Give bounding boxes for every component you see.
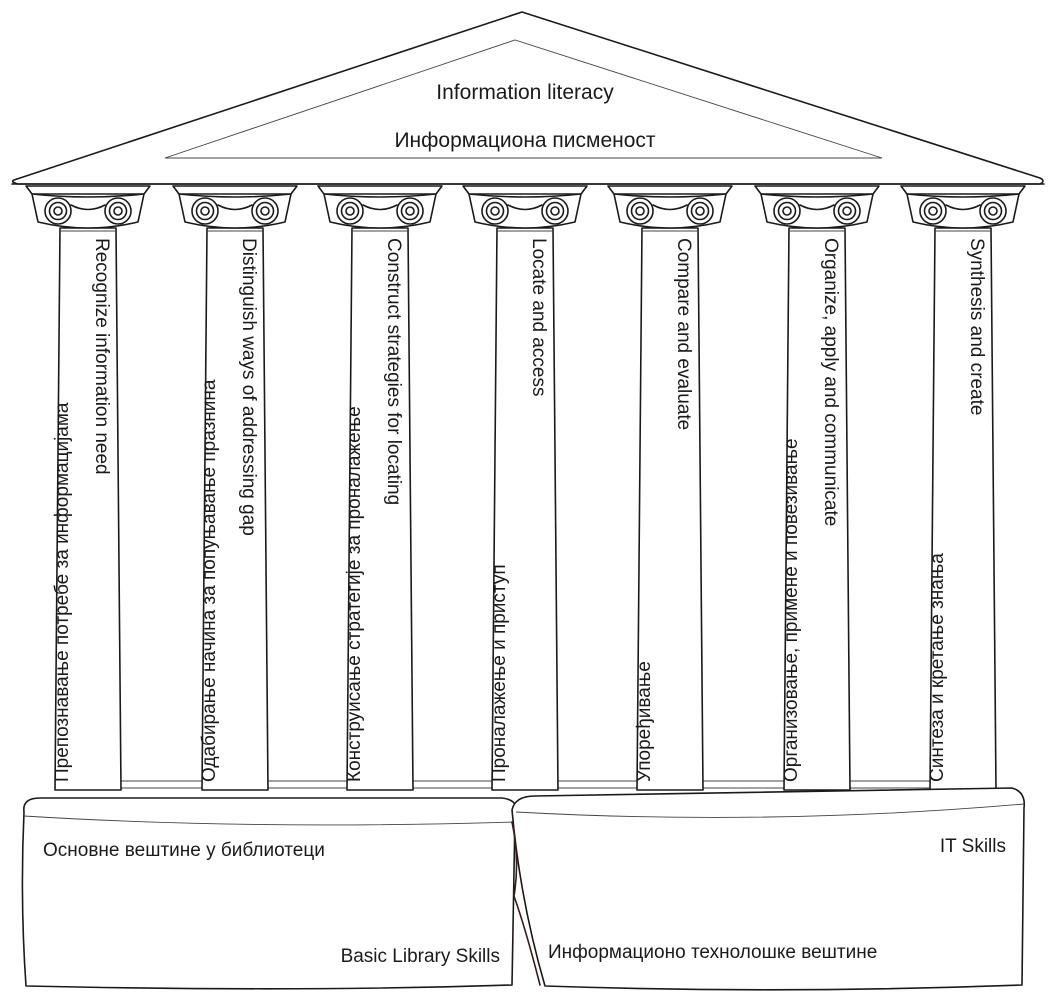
- pillar-label-en: Locate and access: [528, 238, 549, 396]
- pillar-label-sr: Проналажење и приступ: [489, 564, 510, 782]
- pillar-label-sr: Упоређивање: [634, 661, 655, 782]
- pillar-label-en: Compare and evaluate: [673, 238, 694, 430]
- ionic-volute-icon: [44, 197, 132, 225]
- base-left-en: Basic Library Skills: [341, 946, 500, 967]
- pillar-label-en: Synthesis and create: [966, 238, 987, 415]
- pillar: Упоређивање Compare and evaluate: [607, 185, 733, 791]
- pillar-label-en: Distinguish ways of addressing gap: [238, 238, 259, 536]
- capital-abacus: [754, 185, 880, 195]
- ionic-volute-icon: [191, 197, 279, 225]
- ionic-volute-icon: [336, 197, 424, 225]
- ionic-volute-icon: [919, 197, 1007, 225]
- pillar-label-sr: Препознавање потребе за информацијама: [52, 402, 73, 782]
- pillar: Препознавање потребе за информацијама Rec…: [25, 185, 151, 791]
- base: Основне вештине у библиотеци Basic Libra…: [21, 787, 1026, 991]
- base-right-sr: Информационо технолошке вештине: [548, 942, 877, 963]
- pillar-label-sr: Конструисање стратегије за проналажење: [344, 406, 365, 782]
- pillar: Конструисање стратегије за проналажење Co…: [317, 185, 443, 791]
- pillar-label-en: Recognize information need: [91, 238, 112, 475]
- ionic-volute-icon: [773, 197, 861, 225]
- pillar-label-sr: Организовање, примене и повезивање: [781, 438, 802, 782]
- capital-abacus: [900, 185, 1026, 195]
- ionic-volute-icon: [626, 197, 714, 225]
- ionic-volute-icon: [481, 197, 569, 225]
- pillar: Организовање, примене и повезивање Organi…: [754, 185, 880, 791]
- roof: Information literacy Информациона писмен…: [11, 11, 1045, 185]
- capital-abacus: [607, 185, 733, 195]
- capital-abacus: [172, 185, 298, 195]
- pillar-label-en: Organize, apply and communicate: [820, 238, 841, 526]
- capital-abacus: [462, 185, 588, 195]
- pillar: Синтеза и кретање знања Synthesis and cre…: [900, 185, 1026, 791]
- capital-abacus: [317, 185, 443, 195]
- base-left-sr: Основне вештине у библиотеци: [43, 840, 325, 861]
- pillars: Препознавање потребе за информацијама Rec…: [25, 185, 1026, 791]
- pillar-label-en: Construct strategies for locating: [383, 238, 404, 505]
- pillar-label-sr: Синтеза и кретање знања: [927, 553, 948, 782]
- roof-title-sr: Информациона писменост: [394, 129, 655, 152]
- capital-abacus: [25, 185, 151, 195]
- pillar-label-sr: Одабирање начина за попуњавање празнина: [199, 379, 220, 782]
- roof-title-en: Information literacy: [436, 81, 614, 104]
- base-right-en: IT Skills: [940, 836, 1006, 857]
- pillar: Проналажење и приступ Locate and access: [462, 185, 588, 791]
- pillar: Одабирање начина за попуњавање празнина D…: [172, 185, 298, 791]
